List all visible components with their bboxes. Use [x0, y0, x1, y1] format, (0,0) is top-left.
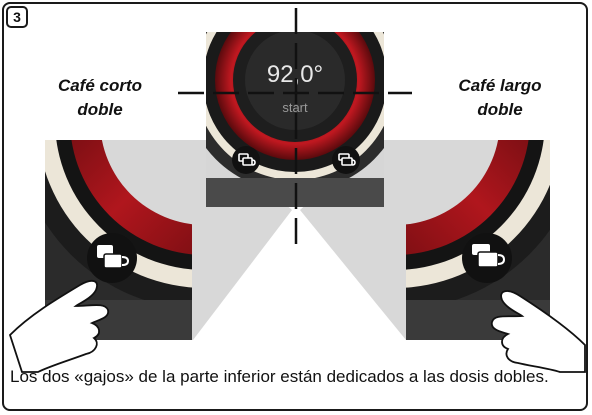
small-left-cup-icon: [238, 153, 256, 166]
step-badge: 3: [6, 6, 28, 28]
illustration-frame: [2, 2, 588, 411]
right-label-line2: doble: [477, 100, 523, 119]
small-right-cup-icon: [338, 153, 356, 166]
double-cup-short-icon: [87, 233, 137, 283]
left-label-line1: Café corto: [57, 76, 143, 95]
right-label: Café largo doble: [440, 74, 560, 122]
double-cup-long-icon: [462, 233, 512, 283]
right-label-line1: Café largo: [458, 76, 542, 95]
left-label: Café corto doble: [40, 74, 160, 122]
right-pointing-hand-icon: [490, 290, 586, 373]
left-label-line2: doble: [77, 100, 123, 119]
crosshair-lines: [178, 8, 412, 250]
start-text: start: [282, 100, 308, 115]
caption-text: Los dos «gajos» de la parte inferior est…: [10, 367, 549, 386]
left-pointing-hand-icon: [8, 279, 110, 373]
